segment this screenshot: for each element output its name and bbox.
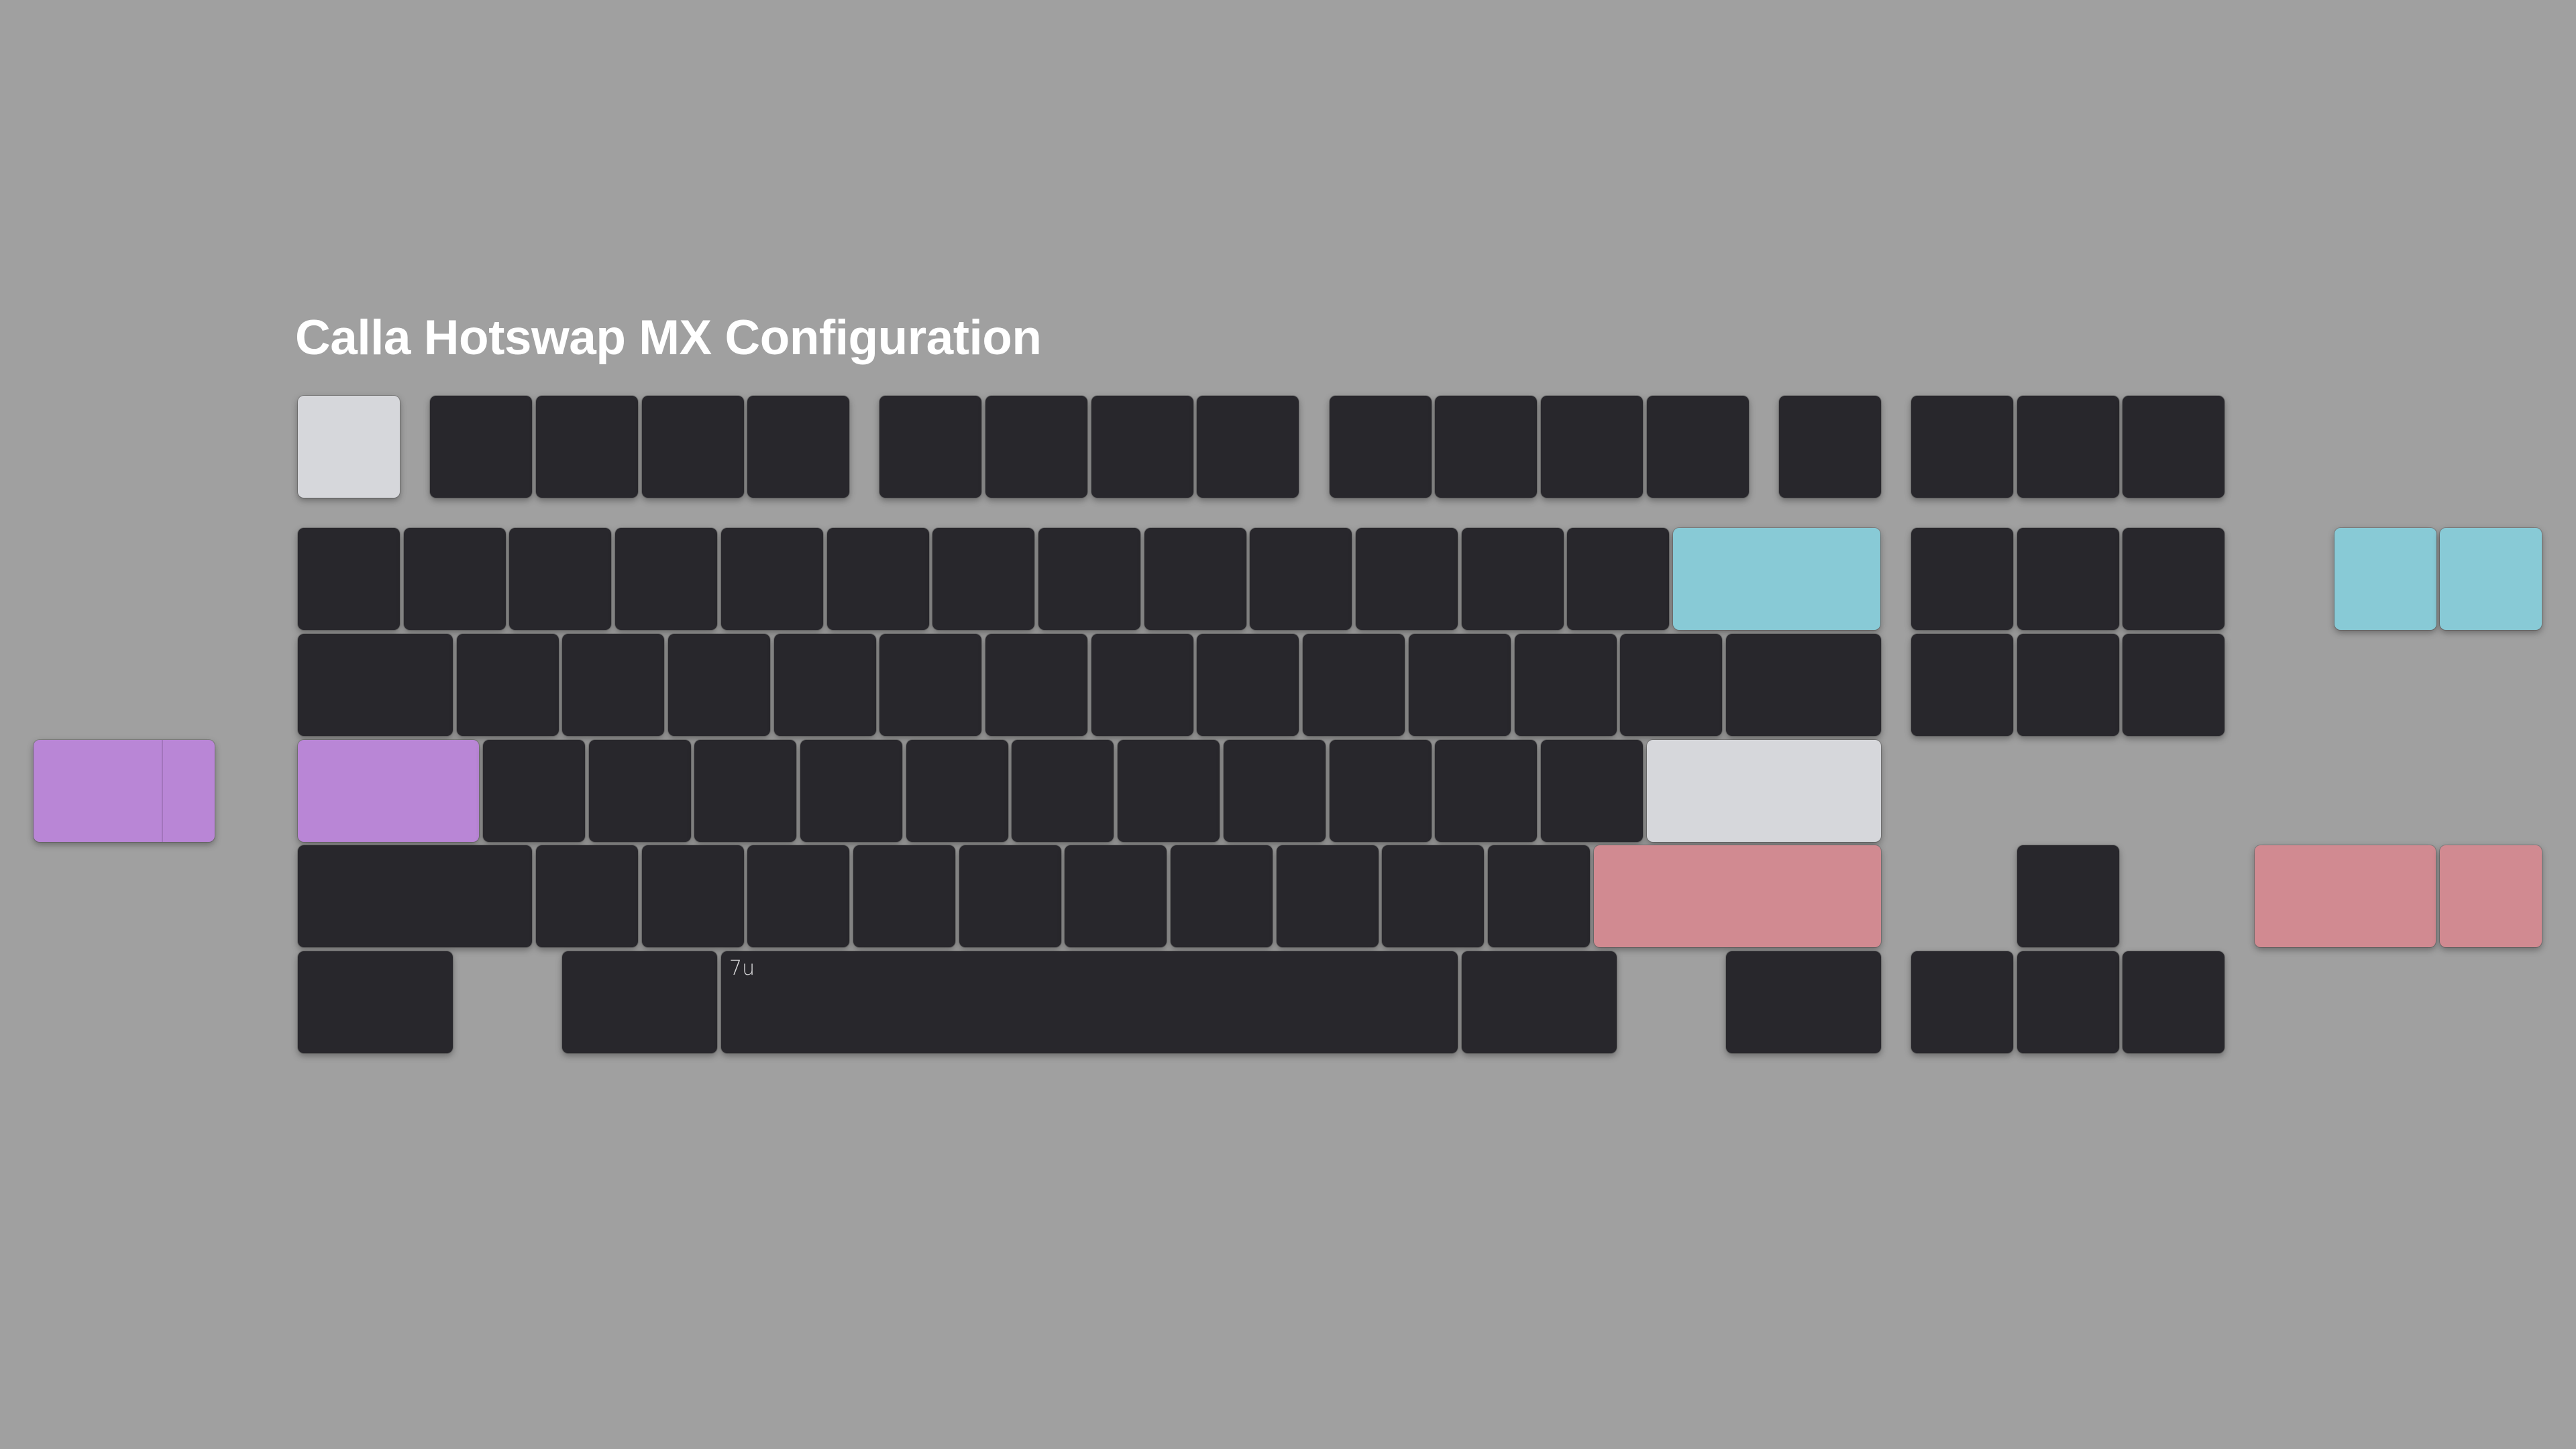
key-esc[interactable] [298, 396, 400, 498]
key-z[interactable] [536, 845, 638, 947]
key-d[interactable] [694, 740, 796, 842]
key-f8[interactable] [1197, 396, 1299, 498]
key-3[interactable] [615, 528, 717, 630]
key-f7[interactable] [1091, 396, 1193, 498]
key-print-screen[interactable] [1911, 396, 2013, 498]
key-j[interactable] [1118, 740, 1220, 842]
key-left-arrow[interactable] [1911, 951, 2013, 1053]
key-split-right-shift-left[interactable] [2255, 845, 2436, 947]
key-pause[interactable] [2123, 396, 2224, 498]
key-split-backspace-right[interactable] [2440, 528, 2542, 630]
key-insert[interactable] [1911, 528, 2013, 630]
key-r[interactable] [774, 634, 876, 736]
key-4[interactable] [721, 528, 823, 630]
key-f5[interactable] [879, 396, 981, 498]
key-slash[interactable] [1488, 845, 1590, 947]
key-f4[interactable] [747, 396, 849, 498]
key-m[interactable] [1171, 845, 1273, 947]
key-left-shift[interactable] [298, 845, 532, 947]
key-2[interactable] [509, 528, 611, 630]
key-f11[interactable] [1541, 396, 1643, 498]
key-x[interactable] [642, 845, 744, 947]
key-page-up[interactable] [2123, 528, 2224, 630]
key-f9[interactable] [1330, 396, 1432, 498]
key-9[interactable] [1250, 528, 1352, 630]
key-f3[interactable] [642, 396, 744, 498]
key-s[interactable] [589, 740, 691, 842]
key-stepped-caps-lock[interactable] [34, 740, 215, 842]
key-h[interactable] [1012, 740, 1114, 842]
key-f10[interactable] [1435, 396, 1537, 498]
key-down-arrow[interactable] [2017, 951, 2119, 1053]
key-f13[interactable] [1779, 396, 1881, 498]
stepped-divider [162, 740, 163, 842]
key-minus[interactable] [1462, 528, 1564, 630]
key-end[interactable] [2017, 634, 2119, 736]
key-b[interactable] [959, 845, 1061, 947]
key-a[interactable] [483, 740, 585, 842]
key-u[interactable] [1091, 634, 1193, 736]
key-split-right-shift-right[interactable] [2440, 845, 2542, 947]
key-l[interactable] [1330, 740, 1432, 842]
key-p[interactable] [1409, 634, 1511, 736]
key-backslash[interactable] [1726, 634, 1881, 736]
key-tab[interactable] [298, 634, 453, 736]
key-c[interactable] [747, 845, 849, 947]
key-spacebar[interactable]: 7u [721, 951, 1458, 1053]
key-g[interactable] [906, 740, 1008, 842]
key-right-arrow[interactable] [2123, 951, 2224, 1053]
key-delete[interactable] [1911, 634, 2013, 736]
key-1[interactable] [404, 528, 506, 630]
key-left-bracket[interactable] [1515, 634, 1617, 736]
key-grave[interactable] [298, 528, 400, 630]
key-t[interactable] [879, 634, 981, 736]
key-7[interactable] [1038, 528, 1140, 630]
key-e[interactable] [668, 634, 770, 736]
key-f1[interactable] [430, 396, 532, 498]
key-enter[interactable] [1647, 740, 1881, 842]
key-right-alt[interactable] [1462, 951, 1617, 1053]
key-f6[interactable] [985, 396, 1087, 498]
key-home[interactable] [2017, 528, 2119, 630]
key-y[interactable] [985, 634, 1087, 736]
key-6[interactable] [932, 528, 1034, 630]
key-semicolon[interactable] [1435, 740, 1537, 842]
key-8[interactable] [1144, 528, 1246, 630]
key-size-label: 7u [729, 957, 755, 980]
key-right-shift[interactable] [1594, 845, 1881, 947]
key-right-ctrl[interactable] [1726, 951, 1881, 1053]
key-5[interactable] [827, 528, 929, 630]
key-scroll-lock[interactable] [2017, 396, 2119, 498]
key-n[interactable] [1065, 845, 1167, 947]
key-right-bracket[interactable] [1620, 634, 1722, 736]
key-quote[interactable] [1541, 740, 1643, 842]
key-i[interactable] [1197, 634, 1299, 736]
key-split-backspace-left[interactable] [2334, 528, 2436, 630]
key-f2[interactable] [536, 396, 638, 498]
key-left-ctrl[interactable] [298, 951, 453, 1053]
key-comma[interactable] [1277, 845, 1379, 947]
key-0[interactable] [1356, 528, 1458, 630]
key-equals[interactable] [1567, 528, 1669, 630]
page-title: Calla Hotswap MX Configuration [295, 311, 1042, 365]
key-q[interactable] [457, 634, 559, 736]
key-k[interactable] [1224, 740, 1326, 842]
key-o[interactable] [1303, 634, 1405, 736]
key-f12[interactable] [1647, 396, 1749, 498]
key-up-arrow[interactable] [2017, 845, 2119, 947]
key-left-alt[interactable] [562, 951, 717, 1053]
key-page-down[interactable] [2123, 634, 2224, 736]
key-v[interactable] [853, 845, 955, 947]
key-backspace[interactable] [1673, 528, 1880, 630]
key-f[interactable] [800, 740, 902, 842]
key-caps-lock[interactable] [298, 740, 479, 842]
key-w[interactable] [562, 634, 664, 736]
key-period[interactable] [1382, 845, 1484, 947]
